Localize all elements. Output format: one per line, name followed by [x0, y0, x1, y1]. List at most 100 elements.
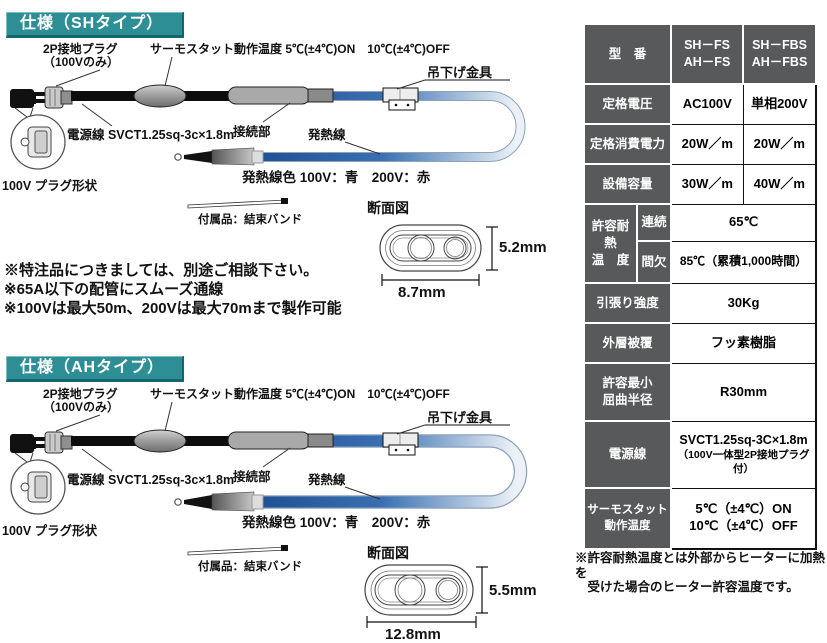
thermostat-bulge [133, 84, 187, 108]
power-cord-label: 電源線 SVCT1.25sq-3c×1.8m [67, 472, 234, 487]
capacity-fs: 30W／m [670, 163, 744, 205]
wire-terminal [174, 147, 264, 166]
sheath-value: フッ素樹脂 [670, 322, 817, 364]
cs-height-value: 5.5mm [489, 582, 537, 599]
plug-label: 2P接地プラグ [43, 386, 118, 401]
power-cord-label: 電源線 SVCT1.25sq-3c×1.8m [67, 127, 234, 142]
cord-value-main: SVCT1.25sq-3C×1.8m [679, 433, 808, 448]
table-row: 電源線 SVCT1.25sq-3C×1.8m（100V一体型2P接地プラグ付） [582, 420, 817, 489]
heat-continuous-value: 65℃ [670, 203, 817, 242]
capacity-fbs: 40W／m [742, 163, 817, 205]
connection-part [227, 86, 311, 105]
bend-label: 許容最小 屈曲半径 [582, 362, 673, 422]
hanging-bracket [382, 87, 419, 111]
heating-wire [257, 92, 525, 161]
cross-section-title: 断面図 [367, 200, 409, 216]
power-cord-leader [81, 448, 113, 472]
connection-part [227, 431, 311, 450]
model-fbs-cell: SH－FBS AH－FBS [742, 23, 818, 85]
ah-cable-diagram: 2P接地プラグ （100Vのみ） サーモスタット動作温度 5℃(±4℃)ON 1… [2, 386, 537, 643]
power-plug [10, 86, 73, 109]
cs-width-value: 12.8mm [385, 626, 441, 643]
table-row: 設備容量 30W／m 40W／m [582, 163, 817, 205]
thermostat-temp-value: 5℃（±4℃）ON 10℃（±4℃）OFF [670, 487, 817, 550]
hanger-label: 吊下げ金具 [427, 410, 492, 425]
hanger-leader [396, 79, 426, 90]
width-dimension [366, 616, 477, 628]
heater-wire-leader [344, 486, 381, 500]
hanger-leader [396, 424, 426, 435]
table-footnote: ※許容耐熱温度とは外部からヒーターに加熱を 受けた場合のヒーター許容温度です。 [575, 551, 826, 594]
heater-wire-leader [344, 141, 381, 155]
cross-section-figure [364, 564, 488, 628]
hanger-label: 吊下げ金具 [427, 65, 492, 80]
model-fs-cell: SH－FS AH－FS [670, 23, 745, 85]
power-label: 定格消費電力 [582, 123, 673, 165]
sh-cable-diagram: 2P接地プラグ （100Vのみ） サーモスタット動作温度 5℃(±4℃)ON 1… [2, 41, 547, 301]
thermostat-label: サーモスタット動作温度 5℃(±4℃)ON 10℃(±4℃)OFF [150, 386, 450, 401]
plug-shape-label: 100V プラグ形状 [2, 178, 98, 193]
heater-wire-label: 発熱線 [307, 127, 346, 142]
plug-label: 2P接地プラグ [43, 41, 118, 56]
heater-wire-label: 発熱線 [307, 472, 346, 487]
wire-color-label: 発熱線色 100V：青 200V：赤 [241, 514, 431, 530]
power-plug [10, 431, 73, 454]
table-row: 定格電圧 AC100V 単相200V [582, 83, 817, 125]
accessory-label: 付属品：結束バンド [198, 559, 302, 573]
connector-label: 接続部 [233, 469, 271, 484]
table-row: 定格消費電力 20W／m 20W／m [582, 123, 817, 165]
sh-section-header: 仕様（SHタイプ） [6, 12, 184, 38]
tensile-label: 引張り強度 [582, 282, 673, 324]
wire-color-label: 発熱線色 100V：青 200V：赤 [241, 169, 431, 185]
sheath-label: 外層被覆 [582, 322, 673, 364]
hanging-bracket [382, 432, 419, 456]
bend-value: R30mm [670, 362, 817, 422]
connector-label: 接続部 [233, 124, 271, 139]
cross-section-title: 断面図 [367, 545, 409, 561]
cross-section-figure [379, 224, 498, 286]
voltage-fs: AC100V [670, 83, 744, 125]
voltage-label: 定格電圧 [582, 83, 673, 125]
thermostat-leader [164, 56, 173, 87]
capacity-label: 設備容量 [582, 163, 673, 205]
heating-wire [257, 435, 526, 508]
connection-sleeve [307, 88, 334, 103]
tie-band [187, 545, 288, 556]
model-header-cell: 型 番 [582, 23, 673, 85]
heat-intermittent-value: 85℃（累積1,000時間） [670, 240, 817, 284]
table-row: 引張り強度 30Kg [582, 282, 817, 324]
plug-shape-inset [10, 107, 66, 170]
thermostat-label: サーモスタット動作温度 5℃(±4℃)ON 10℃(±4℃)OFF [150, 41, 450, 56]
heat-intermittent-label: 間欠 [635, 240, 673, 284]
heat-continuous-label: 連続 [635, 203, 673, 242]
sh-notes: ※特注品につきましては、別途ご相談下さい。 ※65A以下の配管にスムーズ通線 ※… [4, 261, 342, 318]
note-line: ※100Vは最大50m、200Vは最大70mまで製作可能 [4, 300, 342, 317]
accessory-label: 付属品：結束バンド [198, 212, 302, 226]
cs-height-value: 5.2mm [499, 239, 547, 256]
thermostat-temp-label: サーモスタット 動作温度 [582, 487, 673, 550]
plug-shape-label: 100V プラグ形状 [2, 523, 98, 538]
connector-leader [262, 102, 291, 123]
table-row: 許容最小 屈曲半径 R30mm [582, 362, 817, 422]
power-fbs: 20W／m [742, 123, 817, 165]
height-dimension [476, 566, 488, 614]
table-row: サーモスタット 動作温度 5℃（±4℃）ON 10℃（±4℃）OFF [582, 487, 817, 550]
table-row: 間欠 85℃（累積1,000時間） [584, 240, 817, 284]
power-cord-leader [81, 103, 113, 127]
table-row: 外層被覆 フッ素樹脂 [582, 322, 817, 364]
width-dimension [381, 274, 480, 286]
tie-band [187, 198, 288, 209]
heat-resist-label: 許容耐熱 温 度 [583, 203, 638, 284]
table-row: 許容耐熱 温 度 連続 65℃ [583, 203, 817, 284]
power-fs: 20W／m [670, 123, 744, 165]
tensile-value: 30Kg [670, 282, 817, 324]
wire-terminal [174, 491, 264, 512]
connector-leader [262, 447, 291, 468]
ah-section-header: 仕様（AHタイプ） [6, 356, 184, 382]
voltage-fbs: 単相200V [742, 83, 817, 125]
table-row: 型 番 SH－FS AH－FS SH－FBS AH－FBS [582, 23, 818, 85]
plug-label2: （100Vのみ） [43, 399, 119, 414]
cord-label: 電源線 [582, 420, 673, 489]
thermostat-leader [164, 401, 173, 432]
